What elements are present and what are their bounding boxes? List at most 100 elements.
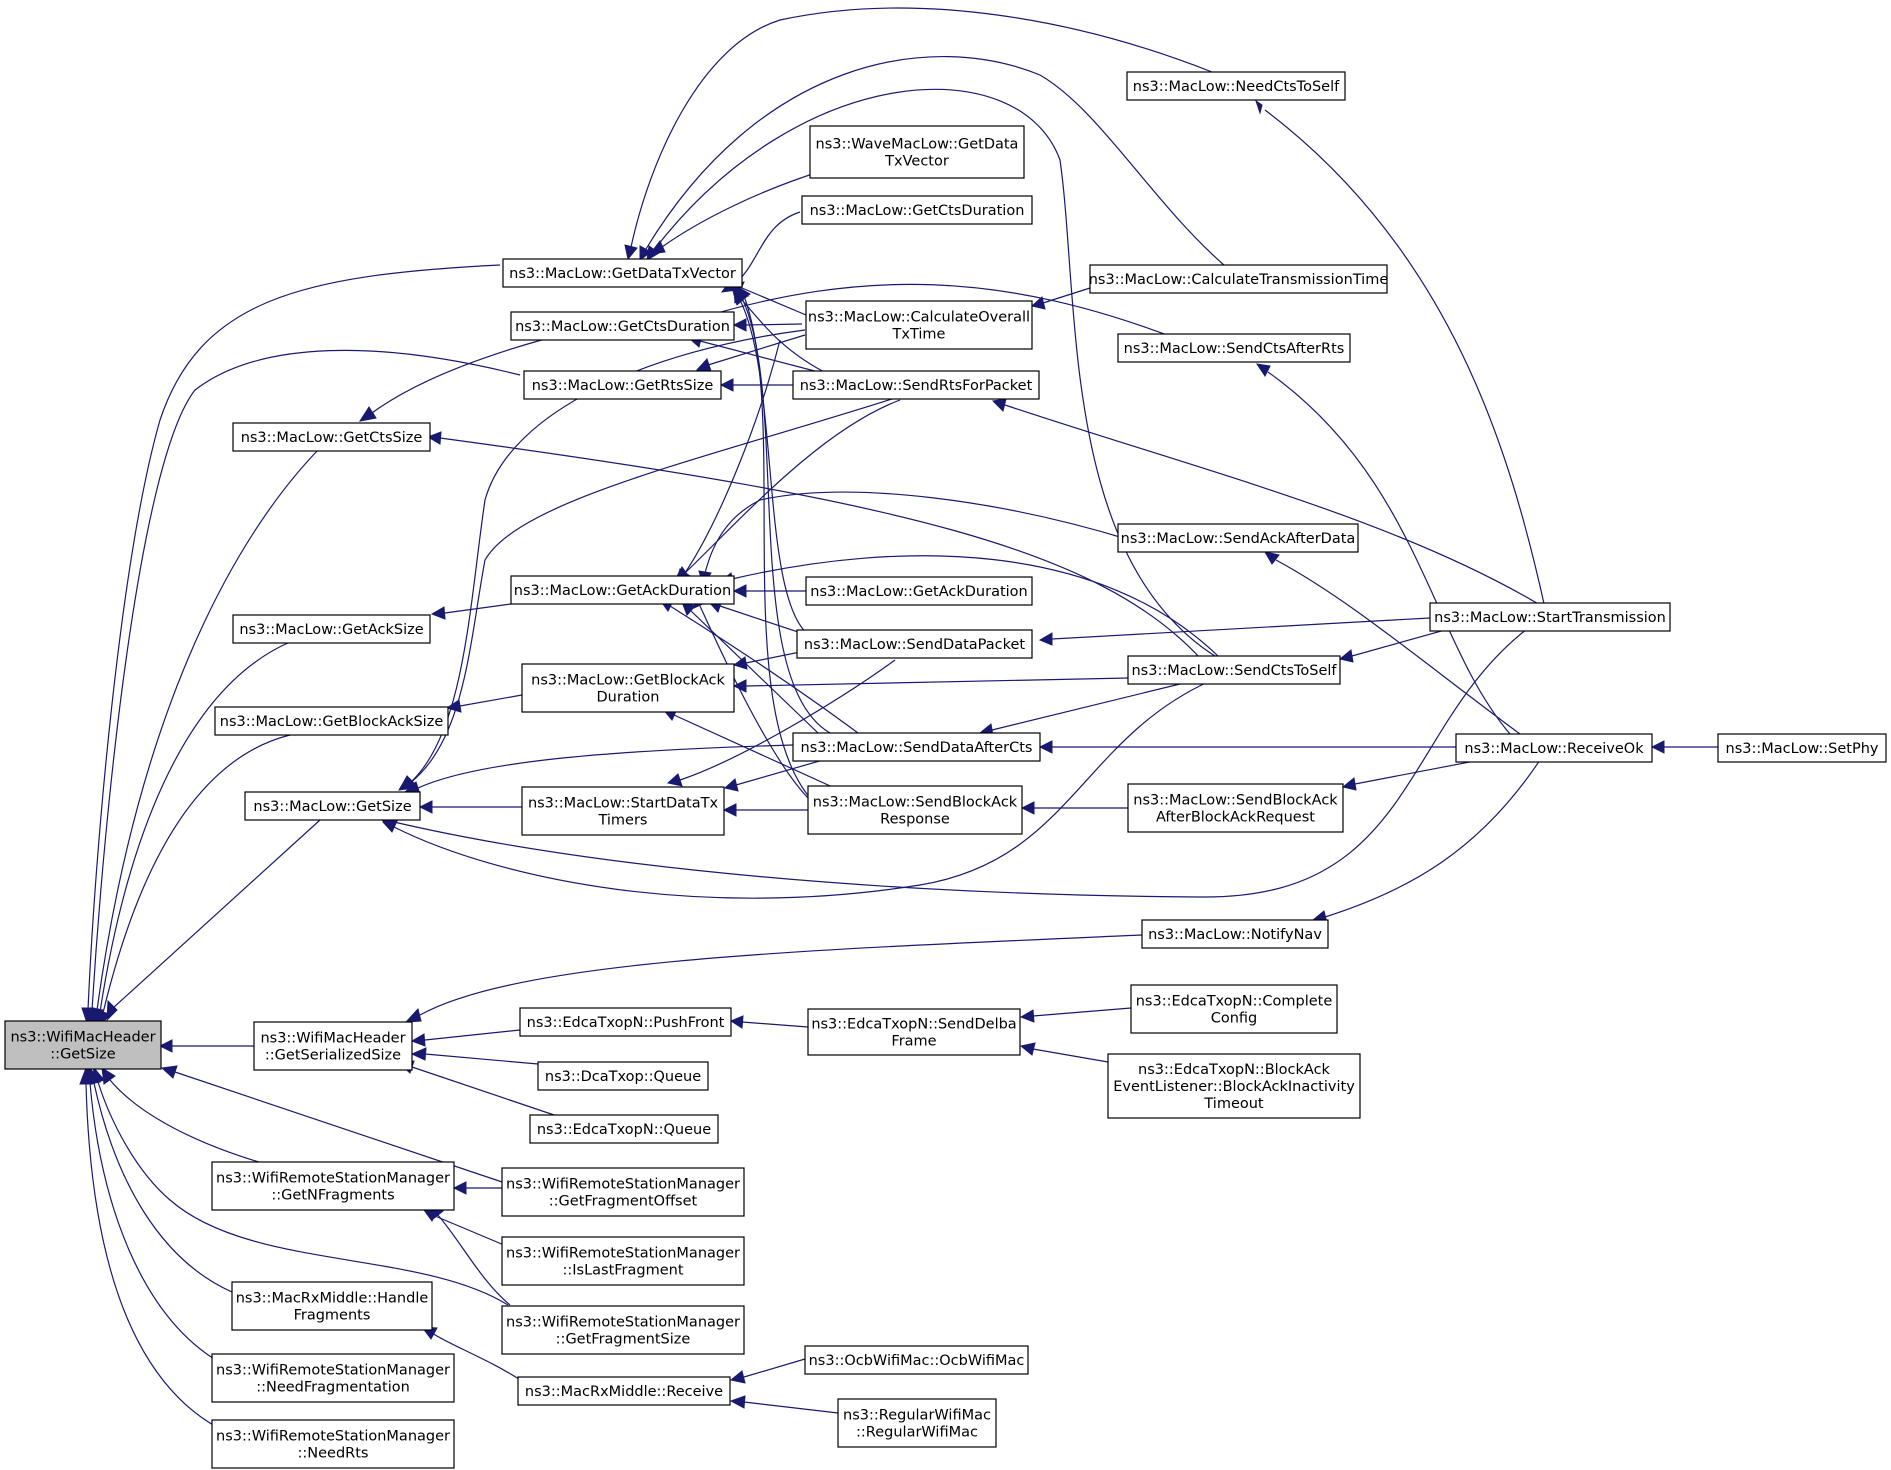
node-getNFragments[interactable]: ns3::WifiRemoteStationManager::GetNFragm… xyxy=(211,1161,455,1211)
node-getFragmentSize[interactable]: ns3::WifiRemoteStationManager::GetFragme… xyxy=(501,1305,745,1355)
node-box xyxy=(232,422,431,452)
node-setPhy[interactable]: ns3::MacLow::SetPhy xyxy=(1717,733,1887,763)
edge-getSerializedSize-root xyxy=(158,1039,254,1053)
node-sendCtsAfterRts[interactable]: ns3::MacLow::SendCtsAfterRts xyxy=(1117,333,1351,363)
node-box xyxy=(211,1161,455,1211)
node-sendCtsToSelf[interactable]: ns3::MacLow::SendCtsToSelf xyxy=(1127,655,1341,685)
node-waveGetData[interactable]: ns3::WaveMacLow::GetDataTxVector xyxy=(809,125,1025,179)
node-label: ns3::WifiRemoteStationManager xyxy=(506,1246,740,1262)
node-notifyNav[interactable]: ns3::MacLow::NotifyNav xyxy=(1141,919,1329,949)
node-label: Response xyxy=(880,812,950,828)
node-receiveOk[interactable]: ns3::MacLow::ReceiveOk xyxy=(1455,733,1653,763)
node-label: ns3::MacLow::GetSize xyxy=(253,799,411,815)
node-getBlockAckSize[interactable]: ns3::MacLow::GetBlockAckSize xyxy=(214,706,449,736)
node-sendBlockAckAfterReq[interactable]: ns3::MacLow::SendBlockAckAfterBlockAckRe… xyxy=(1127,783,1344,833)
edge-calcTransmission-getDataTxVector xyxy=(639,55,1226,267)
node-getAckDuration[interactable]: ns3::MacLow::GetAckDuration xyxy=(510,575,735,605)
node-box xyxy=(510,575,735,605)
node-getDataTxVector[interactable]: ns3::MacLow::GetDataTxVector xyxy=(502,258,743,288)
node-sendAckAfterData[interactable]: ns3::MacLow::SendAckAfterData xyxy=(1117,523,1359,553)
node-getFragmentOffset[interactable]: ns3::WifiRemoteStationManager::GetFragme… xyxy=(501,1167,745,1217)
node-isLastFragment[interactable]: ns3::WifiRemoteStationManager::IsLastFra… xyxy=(501,1236,745,1286)
node-sendDataPacket[interactable]: ns3::MacLow::SendDataPacket xyxy=(796,629,1033,659)
edge-getCtsSize-root xyxy=(90,447,321,1028)
edge-getAckDuration-getAckSize xyxy=(430,602,519,620)
node-dcaQueue[interactable]: ns3::DcaTxop::Queue xyxy=(537,1061,709,1091)
node-label: ns3::WifiMacHeader xyxy=(260,1031,405,1047)
node-label: ns3::WifiRemoteStationManager xyxy=(506,1315,740,1331)
node-needCtsToSelf[interactable]: ns3::MacLow::NeedCtsToSelf xyxy=(1126,71,1346,101)
node-sendDataAfterCts[interactable]: ns3::MacLow::SendDataAfterCts xyxy=(792,732,1041,762)
node-label: Timers xyxy=(597,813,647,829)
node-getCtsSize[interactable]: ns3::MacLow::GetCtsSize xyxy=(232,422,431,452)
edge-receiveOk-sendDataAfterCts xyxy=(1038,740,1456,754)
node-label: ::GetSerializedSize xyxy=(265,1048,401,1064)
node-getCtsDuration2[interactable]: ns3::MacLow::GetCtsDuration xyxy=(801,195,1033,225)
node-label: ::GetNFragments xyxy=(271,1188,394,1204)
node-ocb[interactable]: ns3::OcbWifiMac::OcbWifiMac xyxy=(804,1345,1029,1375)
node-needRts[interactable]: ns3::WifiRemoteStationManager::NeedRts xyxy=(211,1419,455,1469)
edge-needCtsToSelf-getDataTxVector xyxy=(624,7,1213,261)
node-getCtsDuration[interactable]: ns3::MacLow::GetCtsDuration xyxy=(510,311,735,341)
node-getSize[interactable]: ns3::MacLow::GetSize xyxy=(244,791,421,821)
node-box xyxy=(1717,733,1887,763)
edge-needRts-root xyxy=(79,1066,227,1433)
edge-sendBlockAckAfterReq-sendBlockAckResponse xyxy=(1020,801,1128,815)
node-box xyxy=(253,1021,413,1071)
node-blockAckTimeout[interactable]: ns3::EdcaTxopN::BlockAckEventListener::B… xyxy=(1107,1053,1361,1119)
node-box xyxy=(537,1061,709,1091)
edge-startTransmission-sendRts xyxy=(991,398,1546,609)
node-label: ns3::EdcaTxopN::PushFront xyxy=(527,1015,725,1031)
node-box xyxy=(837,1398,997,1448)
node-root: ns3::WifiMacHeader::GetSize xyxy=(4,1020,162,1070)
node-label: ns3::OcbWifiMac::OcbWifiMac xyxy=(809,1353,1025,1369)
node-box xyxy=(796,629,1033,659)
node-needFragmentation[interactable]: ns3::WifiRemoteStationManager::NeedFragm… xyxy=(211,1353,455,1403)
node-label: ns3::MacLow::SendRtsForPacket xyxy=(800,378,1033,394)
node-box xyxy=(510,311,735,341)
node-edcaQueue[interactable]: ns3::EdcaTxopN::Queue xyxy=(529,1114,719,1144)
node-label: ns3::MacLow::SendDataPacket xyxy=(804,637,1026,653)
node-label: ns3::MacLow::CalculateOverall xyxy=(808,310,1030,326)
edge-sendDataPacket-getAckDuration xyxy=(708,599,811,637)
node-box xyxy=(501,1236,745,1286)
node-getRtsSize[interactable]: ns3::MacLow::GetRtsSize xyxy=(523,370,722,400)
node-box xyxy=(521,786,725,836)
node-box xyxy=(1429,602,1671,632)
node-box xyxy=(211,1353,455,1403)
node-label: ns3::MacLow::GetCtsDuration xyxy=(515,319,730,335)
node-label: ns3::MacLow::SetPhy xyxy=(1726,741,1879,757)
edge-sendBlockAckResponse-startDataTx xyxy=(722,803,808,817)
edge-sendDataPacket-startDataTx xyxy=(666,659,896,787)
node-calcTransmission[interactable]: ns3::MacLow::CalculateTransmissionTime xyxy=(1089,264,1389,294)
node-box xyxy=(807,785,1023,835)
edge-sendCtsToSelf-getCtsSize xyxy=(426,431,1201,659)
node-label: ns3::MacLow::NeedCtsToSelf xyxy=(1133,79,1340,95)
node-regular[interactable]: ns3::RegularWifiMac::RegularWifiMac xyxy=(837,1398,997,1448)
node-getAckDuration2[interactable]: ns3::MacLow::GetAckDuration xyxy=(805,576,1033,606)
node-pushFront[interactable]: ns3::EdcaTxopN::PushFront xyxy=(519,1007,732,1037)
edge-getFragmentOffset-getNFragments xyxy=(452,1181,502,1195)
node-sendRts[interactable]: ns3::MacLow::SendRtsForPacket xyxy=(792,370,1040,400)
edge-startDataTx-getSize xyxy=(418,800,522,814)
node-box xyxy=(1130,984,1338,1034)
node-label: ::GetFragmentSize xyxy=(556,1332,691,1348)
node-box xyxy=(1117,333,1351,363)
edge-sendDelba-pushFront xyxy=(729,1015,809,1029)
node-getAckSize[interactable]: ns3::MacLow::GetAckSize xyxy=(232,614,431,644)
node-startTransmission[interactable]: ns3::MacLow::StartTransmission xyxy=(1429,602,1671,632)
node-label: ::NeedFragmentation xyxy=(256,1380,410,1396)
node-label: ns3::MacLow::SendCtsToSelf xyxy=(1131,663,1337,679)
node-rxReceive[interactable]: ns3::MacRxMiddle::Receive xyxy=(517,1376,731,1406)
node-getSerializedSize[interactable]: ns3::WifiMacHeader::GetSerializedSize xyxy=(253,1021,413,1071)
node-label: ns3::MacLow::GetDataTxVector xyxy=(509,266,736,282)
node-label: AfterBlockAckRequest xyxy=(1156,810,1315,826)
